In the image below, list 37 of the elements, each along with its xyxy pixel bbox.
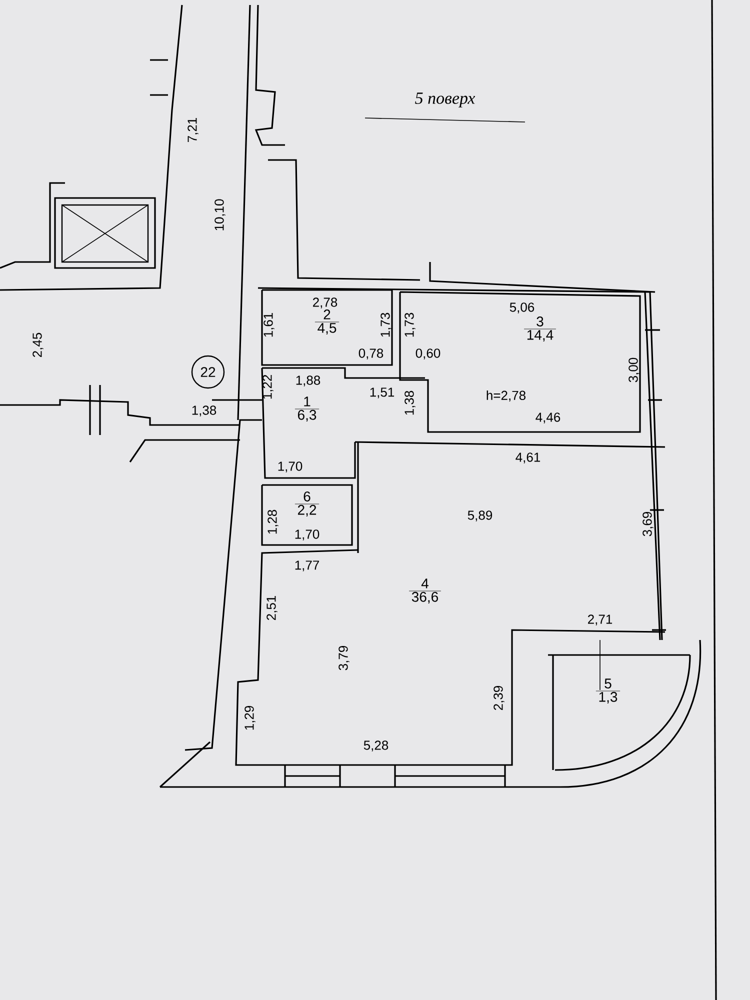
- dimension-label: 4,46: [536, 412, 560, 424]
- dimension-label: 1,61: [264, 312, 274, 337]
- dimension-label: 1,29: [244, 706, 256, 730]
- dimension-label: 1,73: [380, 312, 392, 337]
- room-number-label: 6 2,2: [294, 492, 320, 516]
- dimension-label: 1,77: [295, 560, 319, 572]
- dimension-label: 5,28: [364, 740, 388, 752]
- dimension-label: 2,51: [266, 596, 278, 620]
- dimension-label: 1,73: [404, 312, 416, 337]
- dimension-label: 3,79: [338, 646, 350, 670]
- dimension-label: 1,28: [268, 510, 278, 534]
- room-number-label: 2 4,5: [314, 310, 340, 334]
- dimension-label: 1,22: [262, 375, 274, 399]
- floor-title: 5 поверх: [364, 92, 526, 122]
- circled-number: 22: [191, 355, 225, 389]
- dimension-label: 10,10: [214, 199, 226, 230]
- dimension-label: 5,06: [510, 302, 534, 314]
- dimension-label: 2,39: [494, 686, 504, 710]
- dimension-label: 2,71: [588, 614, 612, 626]
- dimension-label: 1,70: [295, 530, 320, 540]
- dimension-label: 1,38: [404, 390, 416, 415]
- room-number-label: 4 36,6: [408, 578, 442, 604]
- dimension-label: h=2,78: [486, 390, 526, 402]
- dimension-label: 0,60: [416, 348, 440, 360]
- room-number-label: 5 1,3: [596, 678, 620, 704]
- dimension-label: 5,89: [468, 510, 492, 522]
- dimension-label: 2,45: [32, 332, 44, 357]
- dimension-label: 1,70: [278, 462, 302, 472]
- dimension-label: 7,21: [188, 118, 198, 142]
- dimension-label: 4,61: [516, 452, 540, 464]
- dimension-label: 1,51: [370, 388, 394, 398]
- dimension-label: 0,78: [358, 348, 384, 360]
- room-number-label: 3 14,4: [524, 316, 556, 342]
- room-number-label: 1 6,3: [294, 396, 320, 422]
- dimension-label: 3,69: [642, 512, 654, 536]
- dimension-label: 1,38: [192, 406, 216, 416]
- dimension-label: 3,00: [628, 358, 640, 382]
